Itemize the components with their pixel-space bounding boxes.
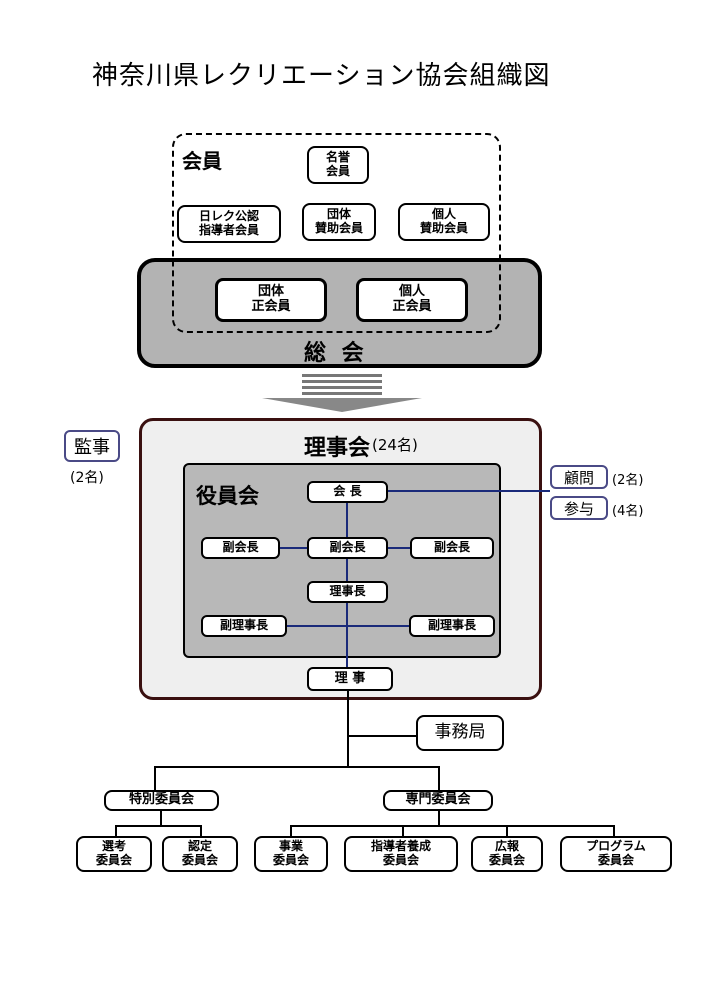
vice-president-left-box: 副会長 — [201, 537, 280, 559]
expert-sub-horizontal — [290, 825, 615, 827]
group-regular-member-box: 団体正会員 — [215, 278, 327, 322]
group-support-member-box: 団体賛助会員 — [302, 203, 376, 241]
special-drop-line — [154, 766, 156, 790]
expert-committee-box: 専門委員会 — [383, 790, 493, 811]
nichirec-instructor-member-box: 日レク公認指導者会員 — [177, 205, 281, 243]
auditor-count: (2名) — [70, 470, 104, 486]
special-sub-right — [200, 825, 202, 837]
individual-regular-member-box: 個人正会員 — [356, 278, 468, 322]
special-sub-trunk — [160, 811, 162, 826]
board-label: 理事会 — [304, 436, 371, 461]
business-committee-box: 事業委員会 — [254, 836, 328, 872]
certification-committee-box: 認定委員会 — [162, 836, 238, 872]
chairman-box: 理事長 — [307, 581, 388, 603]
individual-support-member-box: 個人賛助会員 — [398, 203, 490, 241]
vice-chairman-left-box: 副理事長 — [201, 615, 287, 637]
special-sub-left — [115, 825, 117, 837]
expert-sub-1 — [290, 825, 292, 837]
vice-president-right-box: 副会長 — [410, 537, 494, 559]
director-box: 理 事 — [307, 667, 393, 691]
counselor-box: 参与 — [550, 496, 608, 520]
president-advisor-line — [388, 490, 550, 492]
page-title: 神奈川県レクリエーション協会組織図 — [92, 61, 551, 91]
honorary-member-box: 名誉会員 — [307, 146, 369, 184]
vice-chairman-right-box: 副理事長 — [409, 615, 495, 637]
expert-drop-line — [438, 766, 440, 790]
special-committee-box: 特別委員会 — [104, 790, 219, 811]
president-box: 会 長 — [307, 481, 388, 503]
committee-main-line — [154, 766, 440, 768]
advisor-box: 顧問 — [550, 465, 608, 489]
vice-president-center-box: 副会長 — [307, 537, 388, 559]
program-committee-box: プログラム委員会 — [560, 836, 672, 872]
members-region — [172, 133, 501, 333]
pr-committee-box: 広報委員会 — [471, 836, 543, 872]
auditor-box: 監事 — [64, 430, 120, 462]
vice-chair-horizontal-line — [287, 625, 409, 627]
instructor-training-committee-box: 指導者養成委員会 — [344, 836, 458, 872]
selection-committee-box: 選考委員会 — [76, 836, 152, 872]
expert-sub-2 — [402, 825, 404, 837]
secretariat-branch-line — [348, 735, 416, 737]
advisor-count: (2名) — [612, 473, 644, 488]
secretariat-box: 事務局 — [416, 715, 504, 751]
expert-sub-trunk — [438, 811, 440, 826]
general-assembly-panel — [137, 258, 542, 368]
expert-sub-3 — [506, 825, 508, 837]
general-assembly-label: 総 会 — [304, 341, 368, 366]
board-count: (24名) — [372, 436, 418, 454]
members-label: 会員 — [182, 149, 222, 173]
officers-label: 役員会 — [196, 484, 259, 508]
director-trunk-line — [347, 691, 349, 767]
special-sub-horizontal — [115, 825, 202, 827]
expert-sub-4 — [613, 825, 615, 837]
counselor-count: (4名) — [612, 504, 644, 519]
down-arrow-icon — [262, 374, 422, 412]
